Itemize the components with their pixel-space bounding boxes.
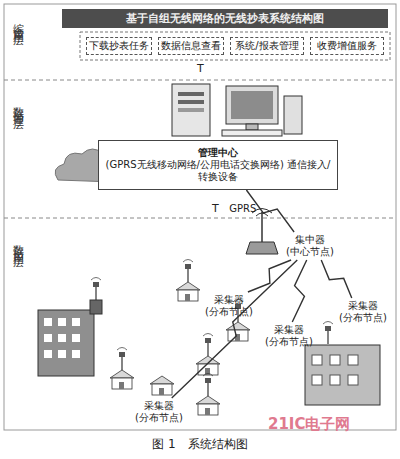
node-text: 收费增值服务: [317, 40, 377, 52]
function-box: 下载抄表任务: [86, 37, 152, 55]
function-box: 系统/报表管理: [230, 37, 304, 55]
connection-mark: T: [212, 202, 219, 215]
node-text: 采集器 (分布节点): [332, 300, 394, 324]
layer-divider: [4, 218, 396, 219]
collector-node: 采集器 (分布节点): [332, 298, 394, 326]
outer-frame: [4, 4, 396, 430]
lightning-line: [321, 260, 352, 298]
figure-caption: 图 1 系统结构图: [0, 436, 400, 453]
service-frame: [80, 32, 390, 60]
concentrator-node: 集中器 (中心节点): [278, 232, 342, 260]
server-computer: [172, 84, 302, 136]
collector-node: 采集器 (分布节点): [198, 292, 260, 320]
node-text: 系统/报表管理: [235, 40, 298, 52]
layer-label: 数据管理层: [12, 98, 25, 113]
collector-node: 采集器 (分布节点): [128, 398, 190, 426]
watermark: 21IC电子网: [268, 418, 350, 431]
function-box: 数据信息查看: [158, 37, 224, 55]
houses: [110, 260, 250, 416]
wireless-link: [321, 260, 352, 298]
node-text: 采集器 (分布节点): [258, 324, 320, 348]
wireless-link: [292, 260, 306, 322]
layer-label: 综合应用层: [12, 14, 25, 29]
edge-label: GPRS: [229, 203, 256, 214]
collector-node: 采集器 (分布节点): [258, 322, 320, 350]
node-text: 集中器 (中心节点): [278, 234, 342, 258]
function-box: 收费增值服务: [310, 37, 384, 55]
office-building: [38, 278, 102, 377]
node-text: 下载抄表任务: [89, 40, 149, 52]
management-box: 管理中心(GPRS无线移动网络/公用电话交换网络) 通信接入/转换设备: [98, 140, 338, 190]
diagram-title: 基于自组无线网络的无线抄表系统结构图: [62, 9, 388, 28]
node-text: 采集器 (分布节点): [128, 400, 190, 424]
node-text: 数据信息查看: [161, 40, 221, 52]
concentrator-tower: [246, 209, 278, 255]
layer-divider: [4, 80, 396, 81]
factory-building: [305, 322, 380, 406]
node-heading: 管理中心: [198, 147, 238, 159]
connection-mark: T: [197, 62, 204, 75]
node-text: (GPRS无线移动网络/公用电话交换网络) 通信接入/转换设备: [105, 159, 331, 183]
layer-label: 数据应用层: [12, 236, 25, 251]
node-text: 采集器 (分布节点): [198, 294, 260, 318]
lightning-line: [292, 260, 306, 322]
